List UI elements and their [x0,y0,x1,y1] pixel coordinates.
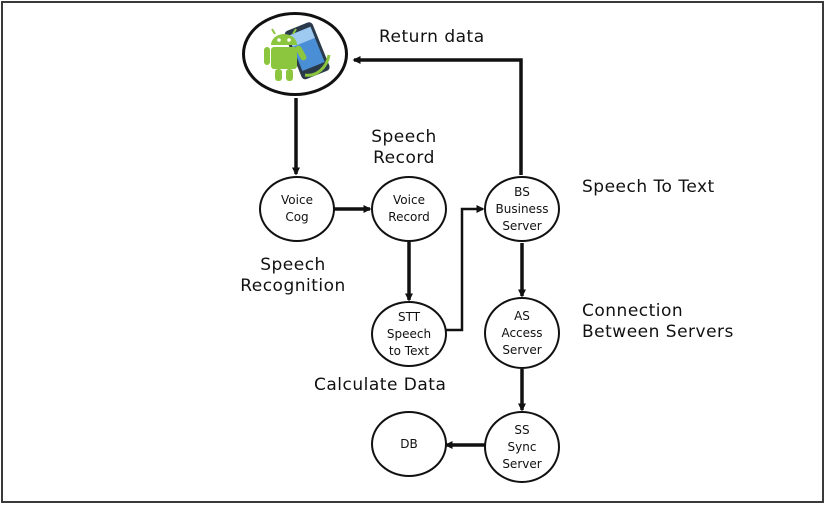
ss-text: SS Sync Server [502,422,542,471]
voice-record-text: Voice Record [388,193,430,224]
label-speech-record: Speech Record [371,127,437,168]
db-text: DB [400,436,418,451]
label-return-data: Return data [379,27,485,47]
voice-record-node: Voice Record [371,176,447,242]
db-node: DB [371,411,447,477]
android-device-node [242,12,348,96]
arrow-stt-to-bs [446,205,485,332]
arrow-bs-to-phone [352,56,523,175]
label-calculate-data: Calculate Data [314,375,447,395]
label-speech-recognition: Speech Recognition [240,255,346,296]
voice-cog-text: Voice Cog [281,193,313,224]
stt-node: STT Speech to Text [371,301,447,367]
bs-node: BS Business Server [484,176,560,242]
ss-node: SS Sync Server [484,411,560,483]
android-phone-icon [264,22,331,81]
as-text: AS Access Server [501,308,543,357]
bs-text: BS Business Server [495,184,549,233]
label-speech-to-text: Speech To Text [582,177,715,197]
stt-text: STT Speech to Text [386,309,432,358]
label-connection-between-servers: Connection Between Servers [582,301,734,342]
as-node: AS Access Server [484,297,560,369]
voice-cog-node: Voice Cog [259,176,335,242]
